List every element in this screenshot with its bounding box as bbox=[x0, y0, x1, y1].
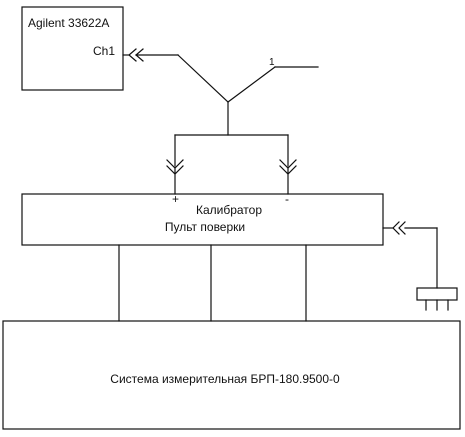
calibrator-box bbox=[21, 193, 384, 246]
plus-terminal-label: + bbox=[172, 192, 180, 206]
plus-input-connector-icon bbox=[166, 159, 184, 195]
generator-box bbox=[21, 6, 124, 91]
cable-1 bbox=[135, 54, 319, 167]
system-links bbox=[118, 244, 307, 322]
minus-terminal-label: - bbox=[285, 192, 289, 206]
channel-label: Ch1 bbox=[93, 44, 116, 58]
generator-model-label: Agilent 33622A bbox=[28, 16, 110, 30]
panel-title: Пульт поверки bbox=[164, 220, 246, 234]
calibrator-title: Калибратор bbox=[195, 203, 263, 217]
minus-input-connector-icon bbox=[279, 159, 297, 195]
system-box bbox=[2, 320, 461, 430]
side-cable bbox=[404, 227, 438, 289]
plug-icon bbox=[416, 287, 458, 311]
side-connector-icon bbox=[382, 221, 406, 235]
system-title: Система измерительная БРП-180.9500-0 bbox=[110, 372, 340, 386]
cable-number-label: 1 bbox=[269, 57, 275, 68]
